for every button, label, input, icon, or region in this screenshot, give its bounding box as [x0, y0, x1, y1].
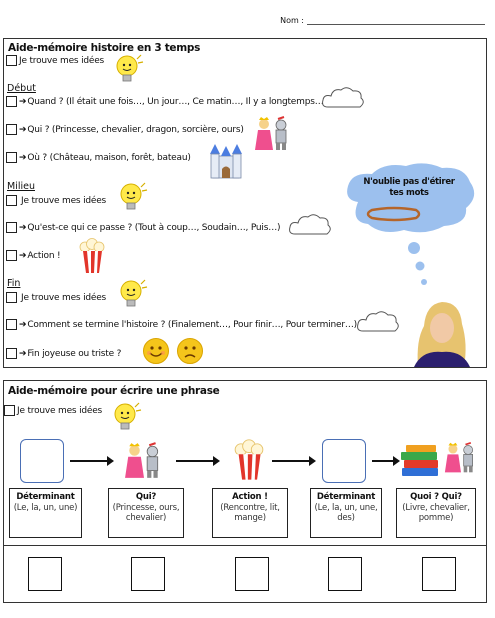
write-box-1[interactable] [28, 557, 62, 591]
thought-bubble-text: N'oublie pas d'étirer tes mots [354, 177, 464, 199]
idea-label: Je trouve mes idées [21, 195, 107, 206]
idea-row-4: Je trouve mes idées [4, 405, 102, 416]
name-label: Nom : [280, 16, 304, 25]
idea-row-2: Je trouve mes idées [6, 195, 106, 206]
thought-line-1: N'oublie pas d'étirer [363, 177, 455, 187]
milieu-item-action: ➔ Action ! [6, 250, 61, 261]
checkbox[interactable] [6, 292, 17, 303]
debut-item-when: ➔ Quand ? (Il était une fois…, Un jour…,… [6, 96, 327, 107]
checkbox[interactable] [6, 348, 17, 359]
sentence-reminder-title: Aide-mémoire pour écrire une phrase [8, 385, 220, 397]
castle-icon [210, 144, 242, 179]
write-box-4[interactable] [328, 557, 362, 591]
debut-where-text: Où ? (Château, maison, forêt, bateau) [27, 152, 191, 163]
checkbox[interactable] [6, 319, 17, 330]
lightbulb-icon [116, 54, 144, 82]
sentence-reminder-panel [3, 380, 487, 603]
arrow-right-icon [176, 456, 220, 466]
card-title: Déterminant [316, 492, 376, 502]
idea-label: Je trouve mes idées [19, 55, 105, 66]
card-title: Action ! [232, 492, 268, 502]
thought-line-2: tes mots [389, 188, 429, 199]
cloud-icon [322, 87, 364, 108]
idea-label: Je trouve mes idées [17, 405, 103, 416]
checkbox[interactable] [6, 152, 17, 163]
arrow-right-icon: ➔ [19, 222, 27, 233]
thought-bubble [347, 163, 475, 285]
card-examples: (Princesse, ours, chevalier) [112, 502, 180, 524]
lightbulb-icon [120, 182, 148, 210]
happy-smiley-icon [143, 338, 169, 364]
story-reminder-title: Aide-mémoire histoire en 3 temps [8, 42, 201, 54]
story-reminder-panel [3, 38, 487, 368]
idea-row-1: Je trouve mes idées [6, 55, 104, 66]
milieu-item-what: ➔ Qu'est-ce qui ce passe ? (Tout à coup…… [6, 222, 281, 233]
cloud-icon [289, 214, 331, 235]
debut-who-text: Qui ? (Princesse, chevalier, dragon, sor… [27, 124, 244, 135]
heading-fin: Fin [7, 278, 21, 289]
card-title: Déterminant [16, 492, 75, 502]
fin-ending-text: Fin joyeuse ou triste ? [27, 348, 122, 359]
checkbox[interactable] [6, 96, 17, 107]
teacher-photo [404, 296, 476, 367]
write-box-3[interactable] [235, 557, 269, 591]
lightbulb-icon [120, 279, 148, 307]
books-icon [401, 445, 440, 476]
fin-item-how: ➔ Comment se termine l'histoire ? (Final… [6, 319, 357, 330]
arrow-right-icon: ➔ [19, 96, 27, 107]
arrow-right-icon: ➔ [19, 250, 27, 261]
heading-debut: Début [7, 83, 36, 94]
sad-smiley-icon [177, 338, 203, 364]
princess-knight-icon [125, 442, 159, 478]
determinant-box-1[interactable] [20, 439, 64, 483]
card-quoi-qui: Quoi ? Qui? (Livre, chevalier, pomme) [396, 488, 476, 538]
card-determinant-2: Déterminant (Le, la, un, une, des) [310, 488, 382, 538]
name-line[interactable] [307, 17, 485, 25]
write-box-2[interactable] [131, 557, 165, 591]
arrow-right-icon [272, 456, 316, 466]
card-examples: (Rencontre, lit, mange) [220, 502, 280, 524]
princess-knight-icon [444, 441, 473, 473]
section-divider [3, 545, 487, 546]
determinant-box-2[interactable] [322, 439, 366, 483]
popcorn-icon [234, 439, 264, 480]
card-action: Action ! (Rencontre, lit, mange) [212, 488, 288, 538]
card-examples: (Livre, chevalier, pomme) [402, 502, 470, 524]
arrow-right-icon [372, 456, 400, 466]
card-title: Qui? [135, 492, 157, 502]
arrow-right-icon: ➔ [19, 152, 27, 163]
card-examples: (Le, la, un, une) [13, 502, 78, 513]
idea-row-3: Je trouve mes idées [6, 292, 106, 303]
checkbox[interactable] [6, 250, 17, 261]
arrow-right-icon: ➔ [19, 319, 27, 330]
debut-item-who: ➔ Qui ? (Princesse, chevalier, dragon, s… [6, 124, 244, 135]
debut-item-where: ➔ Où ? (Château, maison, forêt, bateau) [6, 152, 191, 163]
milieu-action-text: Action ! [27, 250, 61, 261]
popcorn-icon [79, 238, 105, 273]
card-determinant-1: Déterminant (Le, la, un, une) [9, 488, 82, 538]
checkbox[interactable] [6, 222, 17, 233]
checkbox[interactable] [4, 405, 15, 416]
arrow-right-icon: ➔ [19, 124, 27, 135]
write-box-5[interactable] [422, 557, 456, 591]
milieu-what-text: Qu'est-ce qui ce passe ? (Tout à coup…, … [27, 222, 281, 233]
debut-when-text: Quand ? (Il était une fois…, Un jour…, C… [27, 96, 327, 107]
name-field[interactable]: Nom : [280, 16, 485, 25]
checkbox[interactable] [6, 55, 17, 66]
arrow-right-icon [70, 456, 114, 466]
card-qui: Qui? (Princesse, ours, chevalier) [108, 488, 184, 538]
heading-milieu: Milieu [7, 181, 35, 192]
fin-item-ending: ➔ Fin joyeuse ou triste ? [6, 348, 121, 359]
checkbox[interactable] [6, 124, 17, 135]
card-title: Quoi ? Qui? [410, 492, 462, 502]
fin-how-text: Comment se termine l'histoire ? (Finalem… [27, 319, 357, 330]
lightbulb-icon [114, 402, 142, 430]
arrow-right-icon: ➔ [19, 348, 27, 359]
idea-label: Je trouve mes idées [21, 292, 107, 303]
checkbox[interactable] [6, 195, 17, 206]
princess-knight-icon [255, 116, 287, 150]
cloud-icon [357, 311, 399, 332]
card-examples: (Le, la, un, une, des) [314, 502, 378, 524]
